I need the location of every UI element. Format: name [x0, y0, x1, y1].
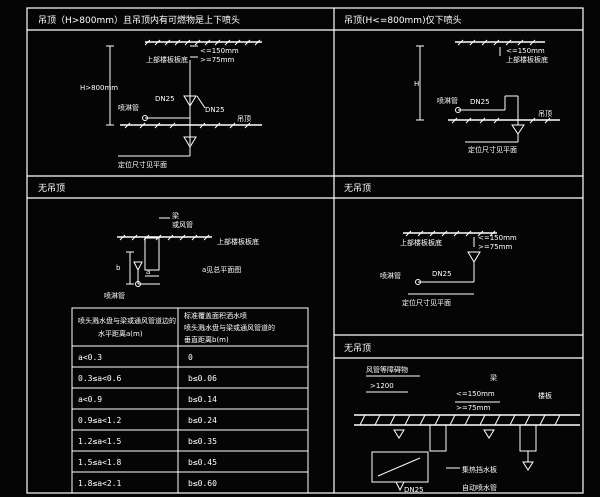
s4-beam-bottom: 上部楼板板底 [400, 238, 442, 247]
s5-floor-slab: 楼板 [538, 391, 552, 400]
table-row-b: b≤0.35 [188, 437, 217, 446]
table-header-left-1: 喷头溅水盘与梁或通风管道边的 [78, 316, 176, 325]
s1-dim-150: <=150mm [200, 47, 239, 55]
s3-a: a [146, 268, 150, 276]
table-row-a: 0.3≤a<0.6 [78, 374, 122, 383]
table-row-a: a<0.9 [78, 395, 102, 404]
s5-duct-label: 风管等障碍物 [366, 365, 408, 374]
table-row-b: b≤0.06 [188, 374, 217, 383]
s5-beam: 梁 [490, 373, 497, 382]
section2-diagram: <=150mm 上部楼板板底 H DN25 喷淋管 吊顶 定位尺寸见平面 [414, 39, 560, 154]
table-row-b: b≤0.24 [188, 416, 217, 425]
s2-ceiling: 吊顶 [538, 110, 552, 118]
section1-title: 吊顶（H>800mm）且吊顶内有可燃物是上下喷头 [38, 14, 240, 26]
s1-ceiling: 吊顶 [237, 115, 251, 123]
s3-b: b [116, 264, 121, 272]
s5-dim-75: >=75mm [456, 404, 490, 412]
s3-beam-bottom: 上部楼板板底 [217, 237, 259, 246]
s4-pipe-label: 喷淋管 [380, 271, 401, 280]
s2-h: H [414, 80, 419, 88]
table-row-a: 0.9≤a<1.2 [78, 416, 122, 425]
section3-diagram: 梁 或风管 上部楼板板底 b a 喷淋管 a见总平面图 [104, 211, 259, 300]
s3-a-note: a见总平面图 [202, 265, 241, 274]
section5-diagram: 风管等障碍物 >1200 <=150mm >=75mm 梁 楼板 DN25 集热… [354, 365, 580, 494]
s1-dn25: DN25 [155, 95, 175, 103]
s5-side-sprinkler: 自动喷水管 [462, 483, 497, 492]
table-header-right-3: 垂直距离b(m) [184, 335, 229, 344]
section3-title: 无吊顶 [38, 183, 65, 194]
spacing-table: 喷头溅水盘与梁或通风管道边的 水平距离a(m) 标准覆盖面积洒水喷 喷头溅水盘与… [71, 307, 309, 494]
table-row-b: b≤0.45 [188, 458, 217, 467]
table-header-right-2: 喷头溅水盘与梁或通风管道的 [184, 323, 275, 332]
s4-dim-75: >=75mm [478, 243, 512, 251]
table-row-b: b≤0.60 [188, 479, 217, 488]
table-row-b: 0 [188, 353, 193, 362]
s1-dim-75: >=75mm [200, 56, 234, 64]
section4-title: 无吊顶 [344, 183, 371, 194]
s3-beam: 梁 [172, 211, 179, 220]
s5-gt-1200: >1200 [370, 382, 394, 390]
table-row-a: 1.8≤a<2.1 [78, 479, 122, 488]
s4-dn25: DN25 [432, 270, 452, 278]
s2-locate: 定位尺寸见平面 [468, 145, 517, 154]
s4-dim-150: <=150mm [478, 234, 517, 242]
table-header-right-1: 标准覆盖面积洒水喷 [184, 311, 247, 320]
s4-locate: 定位尺寸见平面 [402, 298, 451, 307]
table-row-a: 1.2≤a<1.5 [78, 437, 122, 446]
s5-collector: 集热挡水板 [462, 465, 497, 474]
s5-dn25: DN25 [404, 486, 424, 494]
s3-beam-duct: 或风管 [172, 220, 193, 229]
section1-diagram: <=150mm >=75mm 上部楼板板底 DN25 DN25 喷淋管 吊顶 H… [80, 39, 262, 169]
s5-dim-150: <=150mm [456, 390, 495, 398]
section5-title: 无吊顶 [344, 343, 371, 354]
section2-title: 吊顶(H<=800mm)仅下喷头 [344, 14, 462, 26]
s2-beam-bottom: 上部楼板板底 [506, 55, 548, 64]
s2-pipe-label: 喷淋管 [437, 96, 458, 105]
s2-dn25: DN25 [470, 98, 490, 106]
s1-h-gt-800: H>800mm [80, 84, 118, 92]
section4-diagram: <=150mm >=75mm 上部楼板板底 DN25 喷淋管 定位尺寸见平面 [380, 230, 517, 307]
s1-dn25-right: DN25 [205, 106, 225, 114]
table-row-a: a<0.3 [78, 353, 102, 362]
table-header-left-2: 水平距离a(m) [98, 329, 143, 338]
s2-dim-150: <=150mm [506, 47, 545, 55]
table-row-b: b≤0.14 [188, 395, 217, 404]
table-row-a: 1.5≤a<1.8 [78, 458, 122, 467]
s1-beam-bottom: 上部楼板板底 [146, 55, 188, 64]
s3-pipe-label: 喷淋管 [104, 291, 125, 300]
s1-pipe-label: 喷淋管 [118, 103, 139, 112]
s1-locate: 定位尺寸见平面 [118, 160, 167, 169]
